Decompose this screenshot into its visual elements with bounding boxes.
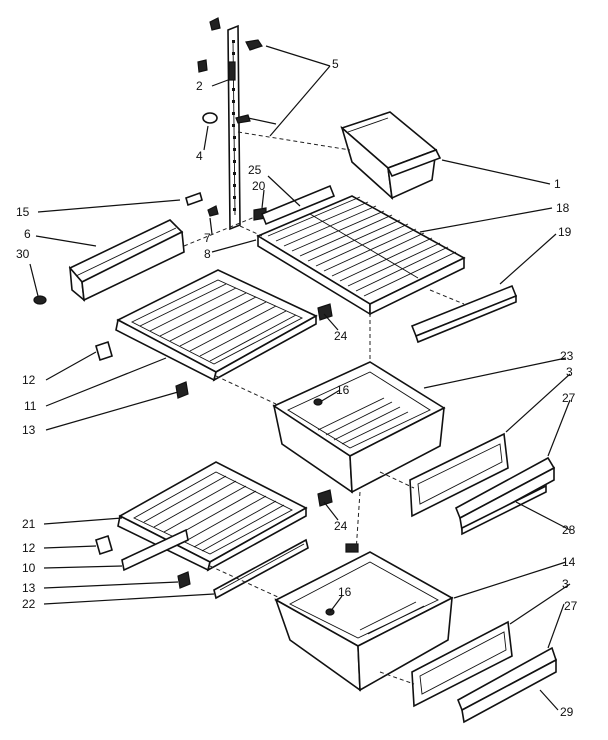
callout-3-lower: 3: [562, 577, 569, 591]
leader-lines: [29, 45, 571, 711]
callout-19: 19: [558, 225, 572, 239]
callout-16-upper: 16: [336, 383, 350, 397]
callout-23: 23: [560, 349, 574, 363]
callout-6: 6: [24, 227, 31, 241]
callout-8: 8: [204, 247, 211, 261]
callout-24-upper: 24: [334, 329, 348, 343]
callout-11: 11: [24, 399, 37, 413]
callout-4: 4: [196, 149, 203, 163]
vertical-rail: [227, 24, 241, 231]
glass-shelf-lower: [95, 461, 333, 600]
callout-14: 14: [562, 555, 576, 569]
dairy-bin: [340, 111, 442, 201]
callout-10: 10: [22, 561, 36, 575]
callout-20: 20: [252, 179, 266, 193]
callout-1: 1: [554, 177, 561, 191]
alignment-lines: [183, 131, 465, 685]
callout-28: 28: [562, 523, 576, 537]
callout-30: 30: [16, 247, 30, 261]
shelf-support-6: [33, 219, 185, 305]
callout-25: 25: [248, 163, 262, 177]
callout-13-lower: 13: [22, 581, 36, 595]
crisper-front-upper: [409, 432, 556, 536]
callout-3-upper: 3: [566, 365, 573, 379]
glass-shelf-upper: [95, 269, 333, 399]
crisper-drawer-lower: [274, 543, 454, 692]
callout-16-lower: 16: [338, 585, 352, 599]
crisper-front-lower: [411, 620, 557, 724]
callout-12-lower: 12: [22, 541, 36, 555]
callout-13-upper: 13: [22, 423, 36, 437]
callout-27-upper: 27: [562, 391, 576, 405]
callout-24-lower: 24: [334, 519, 348, 533]
upper-wire-shelf: [256, 184, 466, 316]
callout-12-upper: 12: [22, 373, 36, 387]
rail-clips: [185, 17, 277, 221]
callout-27-lower: 27: [564, 599, 578, 613]
callout-15: 15: [16, 205, 30, 219]
callout-29: 29: [560, 705, 574, 719]
callout-22: 22: [22, 597, 36, 611]
callout-labels: 1 2 3 3 4 5 6 7 8 10 11 12 12 13 13 14 1…: [16, 57, 578, 719]
crisper-drawer-upper: [272, 361, 446, 494]
callout-5: 5: [332, 57, 339, 71]
callout-18: 18: [556, 201, 570, 215]
callout-7: 7: [204, 231, 211, 245]
callout-21: 21: [22, 517, 36, 531]
shelf-trim-19: [410, 284, 518, 344]
callout-2: 2: [196, 79, 203, 93]
